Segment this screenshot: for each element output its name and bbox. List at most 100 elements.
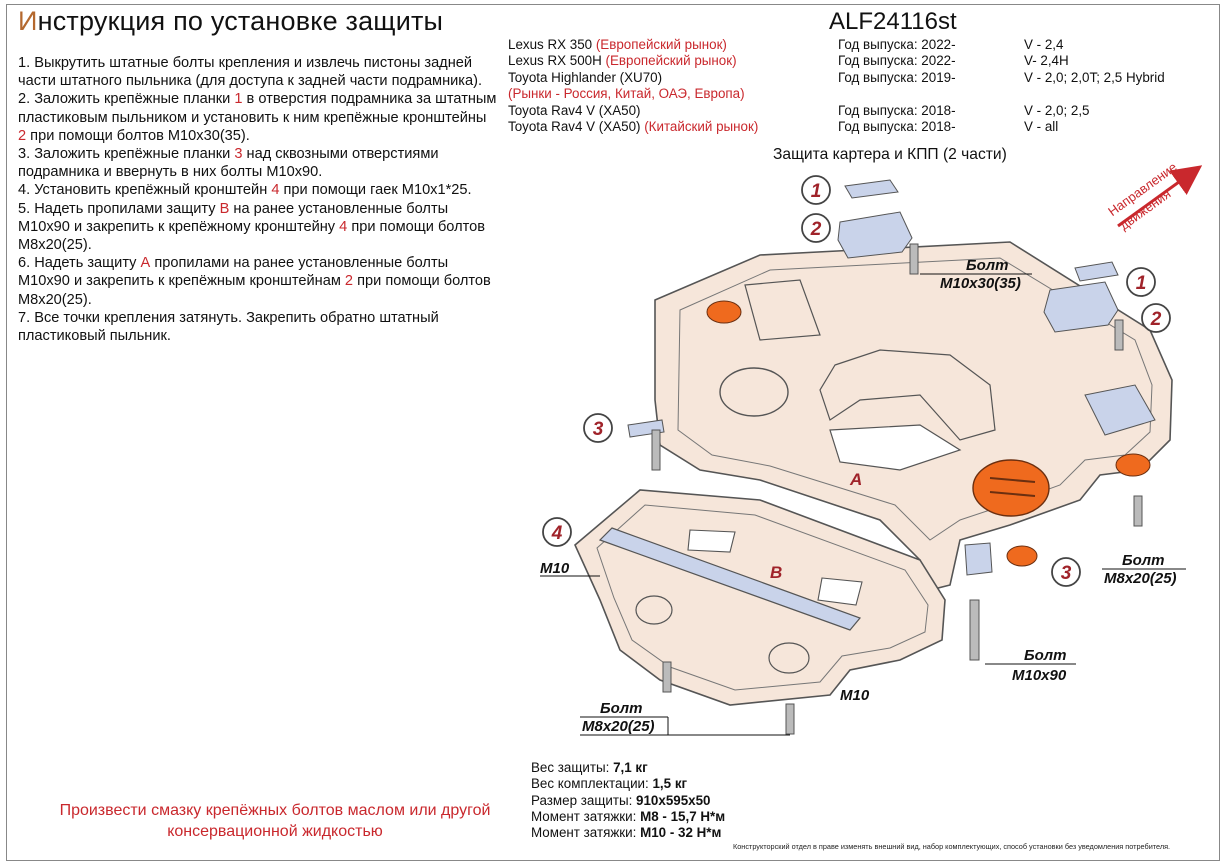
callout-circle — [1126, 267, 1156, 297]
bracket-3-right — [964, 542, 993, 661]
bracket-set-right — [1043, 261, 1124, 351]
spec-value: 1,5 кг — [652, 776, 688, 792]
instruction-text: на ранее установленные болты М10х90 и за… — [18, 200, 449, 235]
callout-5: 3 — [583, 413, 613, 443]
callout-number: 2 — [1150, 309, 1162, 330]
vehicle-model-cell: (Рынки - Россия, Китай, ОАЭ, Европа) — [508, 86, 745, 102]
m10-label-right: М10 — [840, 687, 870, 704]
callout-4: 2 — [1141, 303, 1171, 333]
spec-row: Размер защиты: 910х595х50 — [531, 793, 725, 809]
vehicle-model: Toyota Rav4 V (XA50) — [508, 118, 645, 134]
callout-circle — [1051, 557, 1081, 587]
spec-label: Момент затяжки: — [531, 808, 641, 824]
bracket-3-left — [627, 419, 665, 471]
callout-6: 3 — [1051, 557, 1081, 587]
spec-label: Размер защиты: — [531, 792, 637, 808]
vehicle-market: (Рынки - Россия, Китай, ОАЭ, Европа) — [508, 86, 745, 102]
vehicle-engine: V - all — [1024, 118, 1059, 134]
bolt-word-1: Болт — [966, 257, 1008, 274]
instruction-part-ref: 3 — [234, 146, 243, 163]
instruction-part-ref: 4 — [271, 182, 280, 199]
bolt-word-4: Болт — [600, 700, 642, 717]
vehicle-engine: V - 2,4 — [1024, 37, 1064, 52]
callout-circle — [1141, 303, 1171, 333]
vehicle-year: Год выпуска: 2018- — [838, 118, 956, 134]
instruction-step: 1. Выкрутить штатные болты крепления и и… — [18, 54, 498, 90]
bolt-label-m8x20-left: Болт М8х20(25) — [580, 700, 790, 736]
instruction-step: 6. Надеть защиту А пропилами на ранее ус… — [18, 254, 498, 309]
vehicle-market: (Европейский рынок) — [605, 53, 737, 69]
callout-circle — [583, 413, 613, 443]
instruction-step: 4. Установить крепёжный кронштейн 4 при … — [18, 181, 498, 199]
vehicle-year: Год выпуска: 2018- — [838, 102, 956, 118]
instruction-list: 1. Выкрутить штатные болты крепления и и… — [18, 54, 498, 345]
bolt-size-m10x30: М10х30(35) — [940, 275, 1021, 292]
instruction-text: при помощи гаек М10х1*25. — [279, 182, 472, 199]
spec-value: 7,1 кг — [613, 760, 648, 775]
callout-number: 3 — [1061, 563, 1072, 584]
instruction-part-ref: 4 — [339, 218, 348, 235]
instruction-part-ref: 1 — [234, 91, 243, 108]
instruction-text: 1. Выкрутить штатные болты крепления и и… — [18, 55, 483, 90]
m10-label-left: М10 — [540, 560, 570, 577]
bolt-word-2: Болт — [1122, 552, 1164, 569]
callout-number: 2 — [810, 219, 822, 240]
instruction-text: при помощи болтов М8х20(25). — [18, 218, 486, 254]
vehicle-model-cell: Lexus RX 500H (Европейский рынок) — [508, 53, 737, 69]
vehicle-engine: V - 2,0; 2,0T; 2,5 Hybrid — [1024, 69, 1165, 85]
spec-row: Вес комплектации: 1,5 кг — [531, 776, 725, 792]
instruction-text: 5. Надеть пропилами защиту — [18, 200, 220, 217]
fine-print: Конструкторский отдел в праве изменять в… — [733, 842, 1171, 851]
instruction-step: 7. Все точки крепления затянуть. Закрепи… — [18, 309, 498, 345]
vehicle-year: Год выпуска: 2019- — [838, 69, 956, 85]
vehicle-model: Lexus RX 350 — [508, 37, 596, 52]
instruction-text: в отверстия подрамника за штатным пласти… — [18, 91, 497, 126]
bolt-size-m8x20-left: М8х20(25) — [582, 718, 655, 735]
callout-circle — [542, 517, 572, 547]
direction-arrow: Направление движения — [1105, 159, 1203, 233]
instruction-text: 7. Все точки крепления затянуть. Закрепи… — [18, 309, 439, 345]
vehicle-model: Lexus RX 500H — [508, 53, 606, 69]
instruction-text: при помощи болтов М10х30(35). — [26, 127, 250, 144]
lubrication-note: Произвести смазку крепёжных болтов масло… — [59, 802, 491, 840]
callout-2: 2 — [801, 213, 831, 243]
instruction-text: 2. Заложить крепёжные планки — [18, 91, 235, 108]
callout-1: 1 — [801, 175, 831, 205]
title-initial: И — [18, 6, 38, 36]
callout-circle — [801, 175, 831, 205]
vehicle-engine: V- 2,4H — [1024, 53, 1069, 69]
instruction-text: пропилами на ранее установленные болты М… — [18, 255, 449, 290]
spec-label: Вес комплектации: — [531, 776, 653, 792]
callout-group: 1 2 1 2 3 3 4 — [542, 175, 1171, 587]
instruction-part-ref: А — [140, 255, 151, 272]
bolt-word-3: Болт — [1024, 647, 1066, 664]
instruction-part-ref: 2 — [344, 273, 354, 290]
vehicle-model: Toyota Highlander (XU70) — [508, 69, 663, 85]
bolt-size-m10x90: М10х90 — [1012, 667, 1067, 684]
callout-number: 4 — [551, 523, 563, 544]
spec-value: М8 - 15,7 Н*м — [640, 808, 726, 824]
bolt-size-m8x20-right: М8х20(25) — [1104, 570, 1177, 587]
vehicle-model-cell: Toyota Rav4 V (XA50) (Китайский рынок) — [508, 119, 758, 135]
callout-number: 1 — [811, 181, 822, 202]
vehicle-year: Год выпуска: 2022- — [838, 37, 956, 52]
guard-plate-a: А — [654, 241, 1173, 591]
bolt-label-m10x30: Болт М10х30(35) — [920, 257, 1032, 292]
callout-number: 3 — [593, 419, 604, 440]
spec-label: Вес защиты: — [531, 760, 614, 775]
vehicle-engine: V - 2,0; 2,5 — [1024, 102, 1090, 118]
instruction-part-ref: В — [219, 200, 230, 217]
spec-value: 910х595х50 — [636, 792, 711, 808]
spec-row: Момент затяжки: М8 - 15,7 Н*м — [531, 809, 725, 825]
instruction-part-ref: 2 — [18, 127, 27, 144]
spec-row: Момент затяжки: М10 - 32 Н*м — [531, 825, 725, 841]
vehicle-year: Год выпуска: 2022- — [838, 53, 956, 69]
callout-3: 1 — [1126, 267, 1156, 297]
instruction-text: 6. Надеть защиту — [18, 255, 141, 272]
part-b-label: В — [770, 563, 782, 582]
vehicle-model-cell: Lexus RX 350 (Европейский рынок) — [508, 37, 727, 53]
vehicle-market: (Китайский рынок) — [644, 118, 759, 134]
instruction-text: над сквозными отверстиями подрамника и в… — [18, 146, 439, 181]
